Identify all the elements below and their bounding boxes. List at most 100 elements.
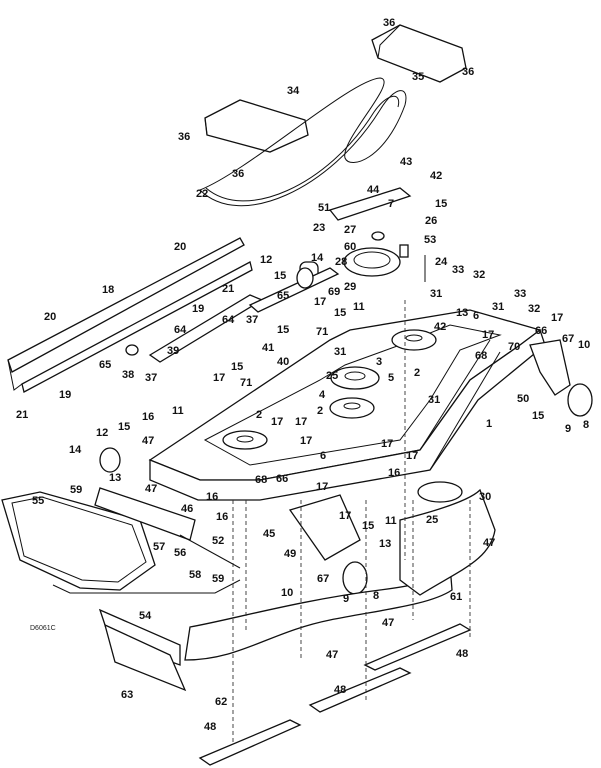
- callout-35: 35: [412, 71, 424, 83]
- callout-36: 36: [178, 131, 190, 143]
- callout-30: 30: [479, 491, 491, 503]
- callout-47: 47: [145, 483, 157, 495]
- callout-58: 58: [189, 569, 201, 581]
- callout-2: 2: [256, 409, 262, 421]
- callout-68: 68: [475, 350, 487, 362]
- callout-48: 48: [456, 648, 468, 660]
- callout-33: 33: [452, 264, 464, 276]
- callout-16: 16: [142, 411, 154, 423]
- callout-2: 2: [317, 405, 323, 417]
- callout-54: 54: [139, 610, 152, 622]
- callout-17: 17: [271, 416, 283, 428]
- callout-66: 66: [276, 473, 288, 485]
- callout-67: 67: [562, 333, 574, 345]
- callout-42: 42: [434, 321, 446, 333]
- callout-16: 16: [206, 491, 218, 503]
- callout-15: 15: [118, 421, 130, 433]
- callout-18: 18: [102, 284, 114, 296]
- callout-36: 36: [462, 66, 474, 78]
- callout-17: 17: [314, 296, 326, 308]
- callout-17: 17: [295, 416, 307, 428]
- callout-40: 40: [277, 356, 289, 368]
- baffles: [98, 488, 496, 692]
- callout-14: 14: [311, 252, 324, 264]
- callout-24: 24: [435, 256, 448, 268]
- callout-42: 42: [430, 170, 442, 182]
- callout-15: 15: [274, 270, 286, 282]
- callout-8: 8: [583, 419, 589, 431]
- blades: [198, 623, 472, 766]
- callout-17: 17: [381, 438, 393, 450]
- callout-63: 63: [121, 689, 133, 701]
- right-caster: [288, 339, 593, 595]
- callout-15: 15: [532, 410, 544, 422]
- callout-17: 17: [551, 312, 563, 324]
- callout-37: 37: [145, 372, 157, 384]
- idler-assembly: [299, 187, 426, 283]
- callout-15: 15: [231, 361, 243, 373]
- callout-19: 19: [192, 303, 204, 315]
- callout-41: 41: [262, 342, 274, 354]
- callout-37: 37: [246, 314, 258, 326]
- callout-4: 4: [319, 389, 326, 401]
- callout-36: 36: [232, 168, 244, 180]
- callout-29: 29: [344, 281, 356, 293]
- callout-69: 69: [328, 286, 340, 298]
- callout-59: 59: [212, 573, 224, 585]
- callout-17: 17: [406, 450, 418, 462]
- callout-27: 27: [344, 224, 356, 236]
- callout-67: 67: [317, 573, 329, 585]
- callout-20: 20: [174, 241, 186, 253]
- callout-34: 34: [287, 85, 300, 97]
- callout-21: 21: [16, 409, 28, 421]
- callout-64: 64: [174, 324, 187, 336]
- callout-13: 13: [456, 307, 468, 319]
- callout-49: 49: [284, 548, 296, 560]
- spindle-pulleys: [222, 329, 437, 450]
- callout-2: 2: [414, 367, 420, 379]
- callout-50: 50: [517, 393, 529, 405]
- callout-39: 39: [167, 345, 179, 357]
- callout-31: 31: [428, 394, 440, 406]
- anti-scalp-arms: [99, 267, 340, 473]
- callout-26: 26: [425, 215, 437, 227]
- callout-13: 13: [379, 538, 391, 550]
- callout-10: 10: [281, 587, 293, 599]
- callout-14: 14: [69, 444, 82, 456]
- callout-21: 21: [222, 283, 234, 295]
- callout-13: 13: [109, 472, 121, 484]
- alignment-lines: [232, 300, 471, 742]
- callout-15: 15: [277, 324, 289, 336]
- callout-11: 11: [385, 515, 397, 527]
- callout-32: 32: [473, 269, 485, 281]
- callout-65: 65: [277, 290, 289, 302]
- callout-28: 28: [335, 256, 347, 268]
- callout-68: 68: [255, 474, 267, 486]
- callout-59: 59: [70, 484, 82, 496]
- callout-17: 17: [339, 510, 351, 522]
- callout-56: 56: [174, 547, 186, 559]
- callout-71: 71: [316, 326, 328, 338]
- callout-31: 31: [430, 288, 442, 300]
- callout-31: 31: [492, 301, 504, 313]
- callout-12: 12: [96, 427, 108, 439]
- callout-16: 16: [388, 467, 400, 479]
- callout-47: 47: [142, 435, 154, 447]
- callout-33: 33: [514, 288, 526, 300]
- deck-rails: [7, 237, 253, 393]
- callout-9: 9: [565, 423, 571, 435]
- discharge-chute: [1, 487, 241, 594]
- callout-48: 48: [204, 721, 216, 733]
- callout-48: 48: [334, 684, 346, 696]
- callout-15: 15: [435, 198, 447, 210]
- callout-7: 7: [388, 198, 394, 210]
- callout-47: 47: [382, 617, 394, 629]
- callout-38: 38: [122, 369, 134, 381]
- callout-20: 20: [44, 311, 56, 323]
- callout-5: 5: [388, 372, 394, 384]
- callout-46: 46: [181, 503, 193, 515]
- callout-17: 17: [316, 481, 328, 493]
- callout-17: 17: [213, 372, 225, 384]
